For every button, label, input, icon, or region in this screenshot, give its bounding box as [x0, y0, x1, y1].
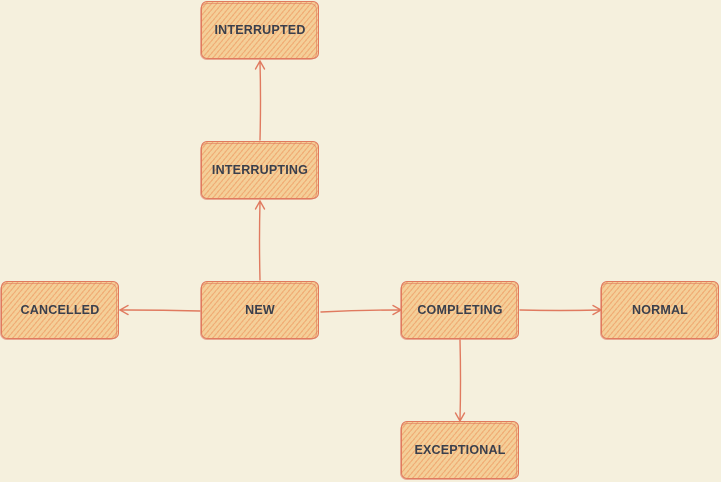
node-label: EXCEPTIONAL	[414, 443, 506, 457]
edge-interrupting-to-interrupted	[254, 59, 266, 141]
node-normal[interactable]: NORMAL	[600, 281, 719, 340]
node-label: COMPLETING	[417, 303, 503, 317]
edge-completing-to-normal	[519, 304, 603, 316]
edge-new-to-completing	[320, 304, 403, 316]
edge-new-to-interrupting	[254, 199, 266, 281]
node-label: CANCELLED	[20, 303, 100, 317]
edge-completing-to-exceptional	[454, 339, 466, 423]
node-exceptional[interactable]: EXCEPTIONAL	[400, 421, 519, 480]
node-completing[interactable]: COMPLETING	[400, 281, 519, 340]
node-new[interactable]: NEW	[200, 281, 319, 340]
node-interrupting[interactable]: INTERRUPTING	[200, 141, 319, 200]
node-label: NORMAL	[631, 303, 689, 317]
node-label: NEW	[245, 303, 275, 317]
node-label: INTERRUPTING	[211, 163, 309, 177]
edge-new-to-cancelled	[118, 304, 201, 316]
node-interrupted[interactable]: INTERRUPTED	[200, 1, 319, 60]
node-label: INTERRUPTED	[214, 23, 306, 37]
node-cancelled[interactable]: CANCELLED	[0, 281, 119, 340]
